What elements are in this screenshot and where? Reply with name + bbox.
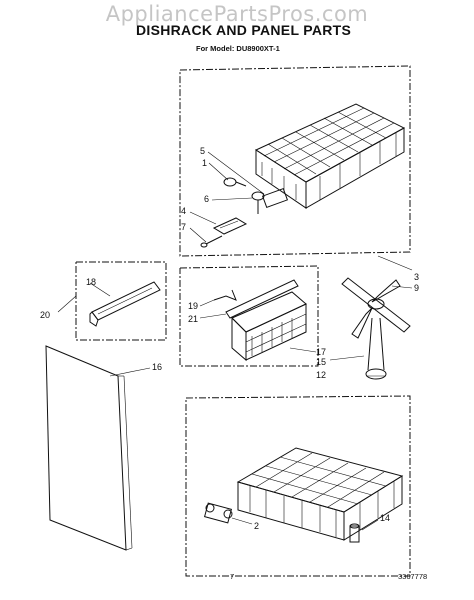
callout-20: 20: [40, 310, 50, 320]
callout-3: 3: [414, 272, 419, 282]
door-panel-trim-part-18: [89, 281, 161, 327]
callout-2: 2: [254, 521, 259, 531]
callout-1: 1: [202, 158, 207, 168]
silverware-basket-part-17: [231, 291, 307, 362]
callout-14: 14: [380, 513, 390, 523]
rack-clip-part-1: [223, 177, 247, 187]
callout-19: 19: [188, 301, 198, 311]
upper-dishrack: [254, 103, 406, 209]
callout-21: 21: [188, 314, 198, 324]
callout-5: 5: [200, 146, 205, 156]
callout-7: 7: [181, 222, 186, 232]
basket-handle-part-19: [213, 289, 237, 301]
upper-rack-group-box: [179, 65, 411, 257]
page-title: DISHRACK AND PANEL PARTS: [136, 22, 352, 38]
rack-bumper-part-14: [349, 523, 360, 543]
document-number: 3367778: [398, 572, 428, 581]
callout-16: 16: [152, 362, 162, 372]
page-number: 7: [230, 572, 235, 581]
model-subtitle: For Model: DU8900XT-1: [196, 44, 280, 53]
wheel-assembly-part-2: [203, 502, 233, 524]
panel-group-box: [75, 261, 167, 341]
lower-dishrack: [236, 447, 404, 541]
callout-6: 6: [204, 194, 209, 204]
spray-tower-part-15: [365, 317, 387, 380]
rack-stop-part-5: [261, 187, 289, 209]
callout-4: 4: [181, 206, 186, 216]
callout-18: 18: [86, 277, 96, 287]
watermark: AppliancePartsPros.com: [105, 2, 369, 26]
door-liner-part-16: [45, 345, 133, 551]
track-end-part-4: [212, 217, 248, 235]
callout-12: 12: [316, 370, 326, 380]
screw-part-7: [200, 235, 223, 248]
lower-rack-group-box: [185, 395, 411, 577]
silverware-group-box: [179, 265, 319, 367]
callout-17: 17: [316, 347, 326, 357]
spray-arm-part-9: [341, 277, 411, 339]
callout-9: 9: [414, 283, 419, 293]
basket-bar-part-21: [225, 279, 299, 319]
callout-15: 15: [316, 357, 326, 367]
leader-lines: [57, 151, 413, 531]
roller-part-6: [251, 191, 265, 214]
